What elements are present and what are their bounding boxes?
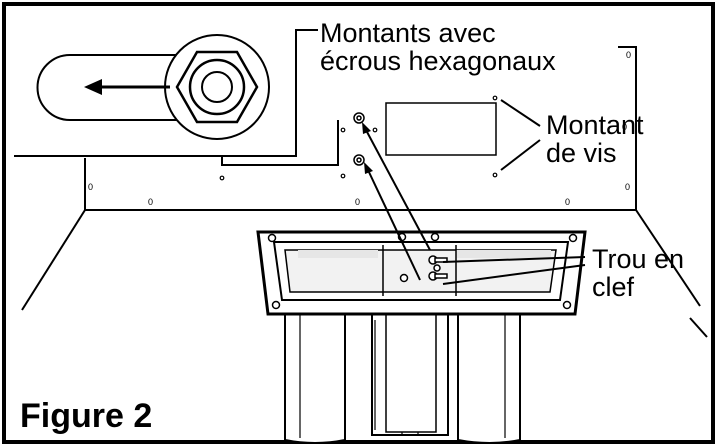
hex-nut-studs-label: Montants avec écrous hexagonaux	[320, 19, 556, 75]
panel-mark: 0	[625, 182, 630, 192]
screw-stud-label: Montant de vis	[546, 111, 644, 167]
leader-lines	[365, 99, 586, 285]
figure-caption: Figure 2	[20, 397, 153, 435]
inset-detail	[14, 14, 318, 157]
panel-mark: 0	[355, 197, 360, 207]
blower-assembly	[256, 230, 587, 444]
panel-marks: 0 0 0 0 0 0 0	[88, 50, 631, 207]
panel-mark: 0	[88, 182, 93, 192]
panel-mark: 0	[148, 197, 153, 207]
keyhole-label-line2: clef	[592, 272, 635, 302]
screw-stud-label-line2: de vis	[546, 138, 617, 168]
hex-nut-studs-label-line2: écrous hexagonaux	[320, 46, 556, 76]
keyhole-label: Trou en clef	[592, 245, 684, 301]
panel-mark: 0	[565, 197, 570, 207]
panel-mark: 0	[622, 122, 627, 132]
panel-cutout	[385, 102, 497, 156]
keyholes	[428, 255, 448, 281]
leader-arrowheads	[362, 122, 373, 174]
hex-nut-studs-label-line1: Montants avec	[320, 18, 496, 48]
hex-nut-studs	[353, 112, 365, 166]
panel-mark: 0	[626, 50, 631, 60]
panel-holes	[219, 95, 498, 181]
keyhole-label-line1: Trou en	[592, 244, 685, 274]
screw-stud-label-line1: Montant	[546, 110, 644, 140]
